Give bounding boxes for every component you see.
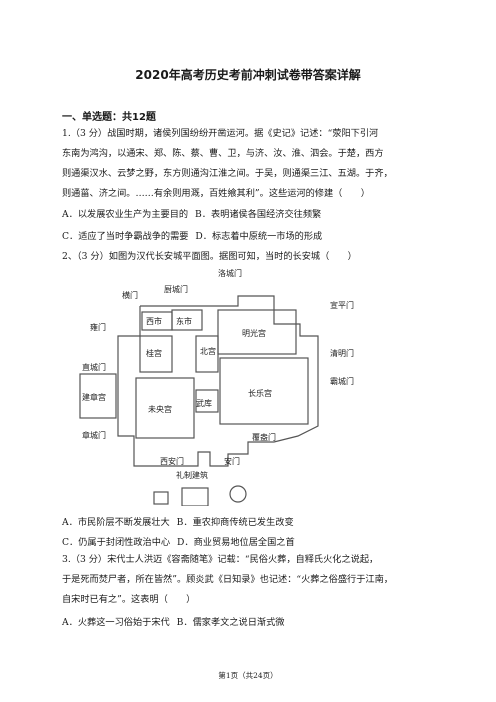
question-2-options-row1: A．市民阶层不断发展壮大 B．重农抑商传统已发生改变	[62, 514, 294, 528]
label-lizhi: 礼制建筑	[176, 470, 208, 480]
label-dongshi: 东市	[176, 316, 192, 326]
label-bei: 北宫	[200, 346, 216, 356]
question-3-line: 3.（3 分）宋代士人洪迈《容斋随笔》记载：“民俗火葬，自释氏火化之说起，	[62, 554, 379, 565]
label-heng: 横门	[122, 290, 138, 300]
question-1-options-row2: C．适应了当时争霸战争的需要 D．标志着中原统一市场的形成	[62, 228, 322, 242]
q1-option-d[interactable]: D．标志着中原统一市场的形成	[195, 231, 323, 242]
label-zhang: 章城门	[82, 430, 106, 440]
label-qingming: 清明门	[330, 348, 354, 358]
mingguang-block	[217, 309, 297, 355]
jianzhang-block	[79, 373, 117, 419]
q2-option-c[interactable]: C．仍属于封闭性政治中心	[62, 537, 171, 548]
question-3-options-row1: A．火葬这一习俗始于宋代 B．儒家孝文之说日渐式微	[62, 614, 284, 628]
label-xian: 西安门	[160, 456, 184, 466]
ritual-building	[181, 487, 209, 506]
dongshi-block	[171, 309, 203, 331]
label-changle: 长乐宫	[248, 388, 272, 398]
page-footer: 第1页（共24页）	[218, 671, 278, 680]
label-gui: 桂宫	[146, 348, 162, 358]
question-1-text: 1.（3 分）战国时期，诸侯列国纷纷开凿运河。据《史记》记述：“荥阳下引河 东南…	[62, 124, 442, 204]
label-weiyang: 未央宫	[148, 404, 172, 414]
question-3-line: 自宋时已有之”。这表明（ ）	[62, 594, 196, 605]
label-chuyang: 厨城门	[164, 284, 188, 294]
ritual-building	[229, 485, 247, 503]
page-title: 2020年高考历史考前冲刺试卷带答案详解	[135, 68, 361, 82]
gui-block	[139, 335, 173, 373]
changle-block	[219, 357, 309, 425]
question-3-text: 3.（3 分）宋代士人洪迈《容斋随笔》记载：“民俗火葬，自释氏火化之说起， 于是…	[62, 550, 442, 610]
label-jianzhang: 建章宫	[82, 392, 106, 402]
section-heading: 一、单选题：共12题	[62, 112, 156, 123]
q2-option-d[interactable]: D．商业贸易地位居全国之首	[177, 537, 295, 548]
q3-option-b[interactable]: B．儒家孝文之说日渐式微	[176, 617, 285, 628]
label-xishi: 西市	[146, 316, 162, 326]
question-2-stem: 2、（3 分）如图为汉代长安城平面图。据图可知，当时的长安城（ ）	[62, 251, 357, 262]
question-1-options-row1: A．以发展农业生产为主要目的 B．表明诸侯各国经济交往频繁	[62, 206, 321, 220]
weiyang-block	[135, 377, 195, 439]
label-zhicheng: 直城门	[82, 362, 106, 372]
q1-option-c[interactable]: C．适应了当时争霸战争的需要	[62, 231, 189, 242]
bei-block	[195, 335, 219, 373]
question-1-line: 则通菑、济之间。……有余则用溉，百姓飨其利”。这些运河的修建（ ）	[62, 188, 370, 199]
label-fuang: 覆盎门	[252, 432, 276, 442]
label-mingguang: 明光宫	[242, 328, 266, 338]
q2-option-a[interactable]: A．市民阶层不断发展壮大	[62, 517, 170, 528]
label-yong: 雍门	[90, 322, 106, 332]
city-wall	[117, 295, 319, 467]
q3-option-a[interactable]: A．火葬这一习俗始于宋代	[62, 617, 170, 628]
chang-an-city-map: 洛城门 厨城门 横门 宣平门 雍门 西市 东市 明光宫 清明门 桂宫 北宫 直城…	[79, 268, 354, 506]
q1-option-a[interactable]: A．以发展农业生产为主要目的	[62, 209, 189, 220]
wuku-block	[195, 389, 219, 413]
label-xuanping: 宣平门	[330, 300, 354, 310]
question-2-options-row2: C．仍属于封闭性政治中心 D．商业贸易地位居全国之首	[62, 534, 295, 548]
q2-option-b[interactable]: B．重农抑商传统已发生改变	[176, 517, 294, 528]
label-an: 安门	[224, 456, 240, 466]
question-1-line: 则通渠汉水、云梦之野，东方则通沟江淮之间。于吴，则通渠三江、五湖。于齐，	[62, 168, 393, 179]
q1-option-b[interactable]: B．表明诸侯各国经济交往频繁	[195, 209, 322, 220]
label-wuku: 武库	[196, 398, 212, 408]
question-3-line: 于是死而焚尸者，所在皆然”。顾炎武《日知录》也记述：“火葬之俗盛行于江南，	[62, 574, 393, 585]
label-ba: 霸城门	[330, 376, 354, 386]
label-luocheng: 洛城门	[218, 268, 242, 278]
question-1-line: 1.（3 分）战国时期，诸侯列国纷纷开凿运河。据《史记》记述：“荥阳下引河	[62, 128, 379, 139]
question-1-line: 东南为鸿沟，以通宋、郑、陈、蔡、曹、卫，与济、汝、淮、泗会。于楚，西方	[62, 148, 384, 159]
ritual-building	[153, 491, 169, 505]
